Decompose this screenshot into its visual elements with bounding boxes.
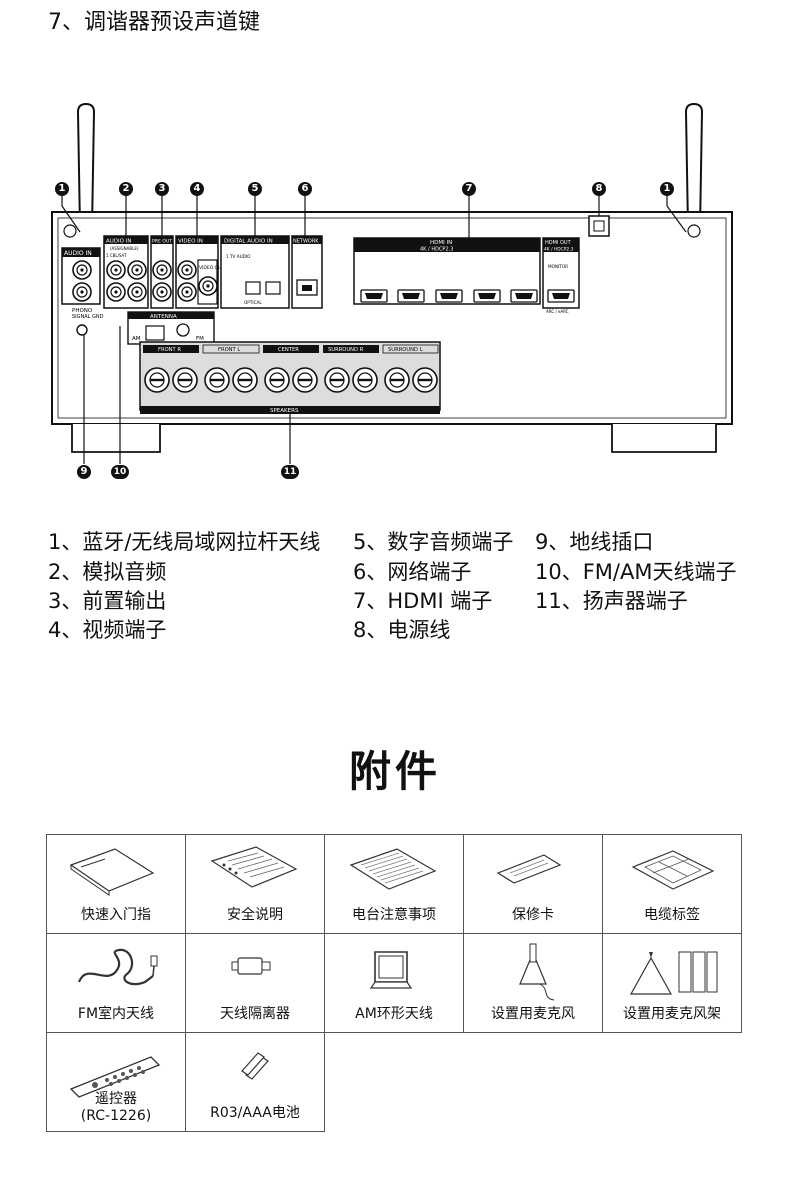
- accessory-item: 快速入门指: [46, 834, 186, 934]
- callout-number: 3: [155, 182, 169, 196]
- legend-item: 2、模拟音频: [48, 560, 167, 584]
- accessory-label: 设置用麦克风架: [623, 1006, 721, 1022]
- callout-number: 8: [592, 182, 606, 196]
- svg-text:SIGNAL GND: SIGNAL GND: [72, 314, 104, 320]
- svg-text:VIDEO OUT: VIDEO OUT: [199, 265, 225, 271]
- booklet-icon: [69, 848, 155, 896]
- antenna-isolator-icon: [231, 957, 271, 975]
- batteries-icon: [241, 1052, 269, 1080]
- svg-text:ANTENNA: ANTENNA: [150, 314, 177, 320]
- svg-text:MONITOR: MONITOR: [548, 264, 568, 269]
- cable-label-icon: [631, 850, 715, 890]
- svg-text:VIDEO IN: VIDEO IN: [178, 239, 203, 245]
- svg-text:4K / HDCP2.3: 4K / HDCP2.3: [420, 247, 453, 253]
- callout-number: 7: [462, 182, 476, 196]
- callout-number: 10: [111, 465, 129, 479]
- connector-legend: 1、蓝牙/无线局域网拉杆天线 2、模拟音频 3、前置输出 4、视频端子 5、数字…: [48, 526, 768, 646]
- accessory-label: 电缆标签: [644, 907, 700, 923]
- svg-text:HDMI IN: HDMI IN: [430, 240, 452, 246]
- legend-item: 6、网络端子: [353, 560, 472, 584]
- section-title: 附件: [348, 747, 441, 796]
- svg-text:(ASSIGNABLE): (ASSIGNABLE): [110, 246, 139, 251]
- svg-text:CENTER: CENTER: [278, 347, 299, 353]
- svg-text:ARC / eARC: ARC / eARC: [546, 309, 569, 314]
- legend-item: 5、数字音频端子: [353, 530, 514, 554]
- accessories-grid: 快速入门指 安全说明 电台注意事项 保修卡 电缆标签 FM室内天线 天线隔离器 AM环形天线 设…: [46, 834, 744, 1134]
- accessory-item: 电缆标签: [602, 834, 742, 934]
- accessory-label: 保修卡: [512, 907, 554, 923]
- svg-text:HDMI OUT: HDMI OUT: [545, 240, 572, 246]
- accessory-label: 天线隔离器: [220, 1006, 290, 1022]
- svg-text:SURROUND L: SURROUND L: [388, 347, 423, 353]
- legend-item: 9、地线插口: [535, 530, 654, 554]
- svg-text:AM: AM: [132, 336, 141, 342]
- accessory-label: 快速入门指: [81, 907, 151, 923]
- accessory-label: 安全说明: [227, 907, 283, 923]
- svg-text:DIGITAL AUDIO IN: DIGITAL AUDIO IN: [224, 239, 273, 245]
- label-audio-in: AUDIO IN: [64, 250, 92, 257]
- svg-text:1 CBL/SAT: 1 CBL/SAT: [106, 253, 127, 258]
- svg-text:FRONT R: FRONT R: [158, 347, 181, 353]
- accessory-item: 安全说明: [185, 834, 325, 934]
- remote-control-icon: [69, 1056, 161, 1098]
- accessory-label: FM室内天线: [77, 1006, 155, 1022]
- legend-item: 11、扬声器端子: [535, 589, 688, 613]
- callout-number: 5: [248, 182, 262, 196]
- accessory-label: AM环形天线: [355, 1006, 433, 1022]
- svg-text:OPTICAL: OPTICAL: [244, 300, 262, 305]
- callout-number: 11: [281, 465, 299, 479]
- callout-number: 1: [55, 182, 69, 196]
- accessory-item: AM环形天线: [324, 933, 464, 1033]
- accessory-label: R03/AAA电池: [210, 1105, 300, 1121]
- accessory-label: 遥控器 (RC-1226): [80, 1091, 152, 1124]
- legend-item: 4、视频端子: [48, 618, 167, 642]
- warranty-card-icon: [496, 854, 562, 884]
- accessory-item: 天线隔离器: [185, 933, 325, 1033]
- callout-number: 2: [119, 182, 133, 196]
- legend-item: 7、HDMI 端子: [353, 589, 493, 613]
- accessory-item: 设置用麦克风: [463, 933, 603, 1033]
- callout-number: 1: [660, 182, 674, 196]
- accessory-item: R03/AAA电池: [185, 1032, 325, 1132]
- notice-sheet-icon: [349, 848, 437, 890]
- accessory-item: 设置用麦克风架: [602, 933, 742, 1033]
- svg-text:SPEAKERS: SPEAKERS: [270, 408, 299, 414]
- accessory-item: 保修卡: [463, 834, 603, 934]
- accessory-item: 遥控器 (RC-1226): [46, 1032, 186, 1132]
- svg-text:PHONO: PHONO: [72, 308, 93, 314]
- accessory-label: 设置用麦克风: [491, 1006, 575, 1022]
- legend-item: 1、蓝牙/无线局域网拉杆天线: [48, 530, 321, 554]
- rear-panel-diagram: AUDIO IN PHONO AUDIO IN (ASSIGNABLE) 1 C…: [51, 102, 733, 464]
- svg-text:SURROUND R: SURROUND R: [328, 347, 364, 353]
- legend-item: 8、电源线: [353, 618, 451, 642]
- am-loop-antenna-icon: [369, 951, 413, 989]
- setup-microphone-icon: [519, 943, 555, 1001]
- svg-text:AUDIO IN: AUDIO IN: [106, 239, 131, 245]
- power-inlet: [588, 215, 610, 237]
- legend-item: 10、FM/AM天线端子: [535, 560, 737, 584]
- svg-text:FRONT L: FRONT L: [218, 347, 240, 353]
- accessory-label: 电台注意事项: [352, 907, 436, 923]
- callout-number: 9: [77, 465, 91, 479]
- accessory-item: 电台注意事项: [324, 834, 464, 934]
- callout-number: 4: [190, 182, 204, 196]
- svg-text:4K / HDCP2.3: 4K / HDCP2.3: [544, 247, 574, 253]
- legend-item: 3、前置输出: [48, 589, 167, 613]
- safety-sheet-icon: [210, 846, 298, 888]
- svg-text:PRE OUT: PRE OUT: [152, 239, 172, 245]
- svg-text:FM: FM: [196, 336, 204, 342]
- microphone-stand-icon: [629, 951, 718, 995]
- svg-text:NETWORK: NETWORK: [293, 239, 319, 245]
- svg-text:1 TV AUDIO: 1 TV AUDIO: [226, 254, 251, 259]
- accessory-item: FM室内天线: [46, 933, 186, 1033]
- callout-number: 6: [298, 182, 312, 196]
- fm-antenna-icon: [77, 948, 158, 986]
- page-heading: 7、调谐器预设声道键: [48, 10, 260, 35]
